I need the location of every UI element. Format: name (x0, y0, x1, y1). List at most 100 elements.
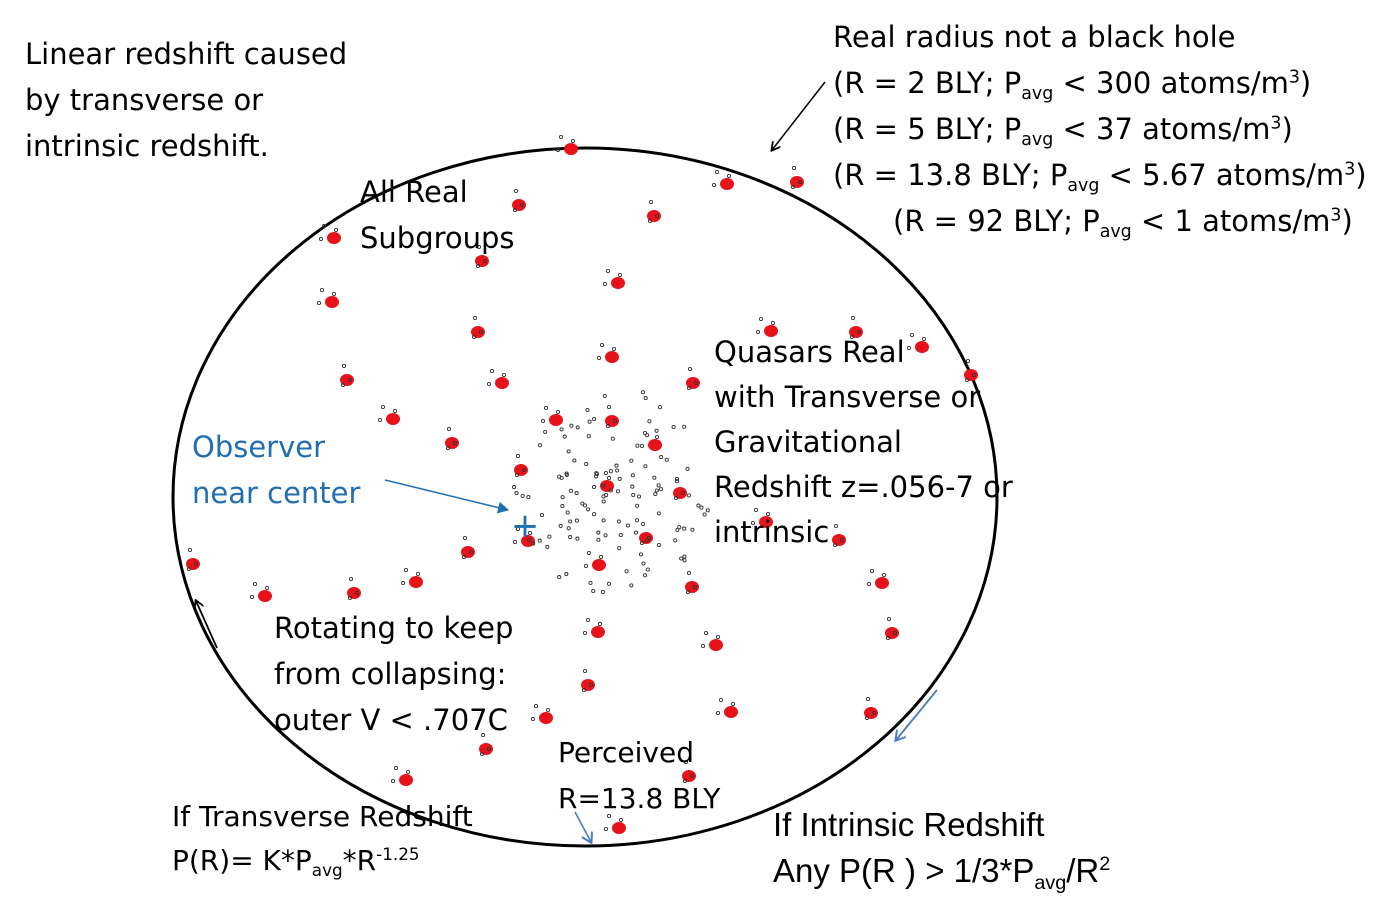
satellite-dot (555, 409, 561, 415)
satellite-dot (347, 377, 353, 383)
center-dot (617, 546, 622, 551)
satellite-dot (921, 336, 927, 342)
satellite-dot (715, 634, 721, 640)
center-dot (568, 519, 573, 524)
center-dot (600, 589, 605, 595)
center-dot (640, 390, 646, 395)
transverse-formula: P(R)= K*Pavg*R-1.25 (172, 843, 420, 880)
center-dot (584, 461, 589, 467)
satellite-dot (640, 521, 646, 527)
satellite-dot (682, 778, 688, 784)
center-dot (656, 483, 661, 488)
galaxy-dot (832, 534, 846, 546)
center-dot (617, 476, 622, 481)
center-dot (636, 494, 642, 499)
satellite-dot (700, 643, 706, 649)
satellite-dot (833, 523, 839, 529)
center-dot (514, 491, 519, 496)
center-dot (585, 507, 591, 512)
rotating-line: from collapsing: (274, 657, 507, 691)
galaxy-dot (445, 437, 459, 449)
center-dot (592, 512, 597, 517)
center-dot (635, 443, 640, 448)
galaxy-dot (915, 341, 929, 353)
satellite-dot (482, 258, 488, 264)
center-dot (559, 427, 564, 432)
satellite-dot (605, 268, 611, 274)
top-left-line: Linear redshift caused (25, 37, 348, 71)
satellite-dot (543, 405, 549, 411)
center-dot (705, 508, 710, 513)
satellite-dot (545, 707, 551, 713)
center-dot (606, 581, 612, 586)
center-dot (574, 518, 579, 523)
satellite-dot (598, 554, 604, 560)
satellite-dot (348, 576, 354, 582)
galaxy-dot (471, 326, 485, 338)
top-left-note: Linear redshift caused by transverse or … (25, 31, 347, 169)
center-dot (682, 424, 687, 429)
satellite-dot (856, 329, 862, 335)
galaxy-dot (964, 369, 978, 381)
satellite-dot (479, 751, 485, 757)
satellite-dot (514, 472, 520, 478)
satellite-dot (264, 585, 270, 591)
satellite-dot (377, 417, 383, 423)
satellite-dot (478, 329, 484, 335)
satellite-dot (588, 682, 594, 688)
center-dot (602, 393, 607, 398)
satellite-dot (392, 408, 398, 414)
transverse-note: If Transverse Redshift P(R)= K*Pavg*R-1.… (172, 795, 473, 883)
satellite-dot (606, 813, 612, 819)
galaxy-dot (409, 576, 423, 588)
center-dot (645, 433, 650, 438)
rotation-arrow (196, 601, 218, 649)
center-dot (630, 473, 635, 478)
satellite-dot (685, 589, 691, 595)
satellite-dot (186, 566, 192, 572)
satellite-dot (892, 630, 898, 636)
center-dot (686, 493, 691, 498)
center-dot (580, 501, 585, 506)
satellite-dot (791, 165, 797, 171)
satellite-dot (403, 567, 409, 573)
satellite-dot (617, 272, 623, 278)
center-dot (610, 436, 615, 441)
satellite-dot (515, 453, 521, 459)
center-dot (630, 484, 635, 489)
galaxy-dot (479, 743, 493, 755)
quasars-line: intrinsic (714, 515, 830, 549)
satellite-dot (472, 315, 478, 321)
galaxy-dot (386, 413, 400, 425)
center-dot (591, 588, 596, 594)
center-dot (557, 474, 562, 479)
center-dot (560, 495, 565, 500)
center-dot (629, 583, 634, 588)
center-dot (575, 425, 580, 430)
center-dot (608, 469, 613, 474)
center-dot (569, 423, 574, 428)
satellite-dot (647, 218, 653, 224)
real-radius-row: (R = 13.8 BLY; Pavg < 5.67 atoms/m3) (833, 158, 1367, 197)
galaxy-dot (686, 377, 700, 389)
galaxy-dot (864, 707, 878, 719)
transverse-title: If Transverse Redshift (172, 800, 473, 833)
quasars-line: Quasars Real (714, 335, 905, 369)
center-dot (643, 396, 648, 401)
satellite-dot (603, 826, 609, 832)
center-dot (615, 489, 621, 494)
galaxy-dot (605, 351, 619, 363)
galaxy-dot (399, 774, 413, 786)
center-dot (537, 538, 542, 543)
satellite-dot (881, 572, 887, 578)
center-dot (635, 503, 640, 508)
perceived-line: Perceived (558, 736, 694, 769)
galaxy-dot (764, 325, 778, 337)
satellite-dot (596, 355, 602, 361)
satellite-dot (521, 467, 527, 473)
center-dot (675, 527, 680, 532)
satellite-dot (654, 213, 660, 219)
observer-arrow (384, 479, 509, 514)
center-dot (596, 530, 601, 535)
center-dot (526, 495, 531, 500)
